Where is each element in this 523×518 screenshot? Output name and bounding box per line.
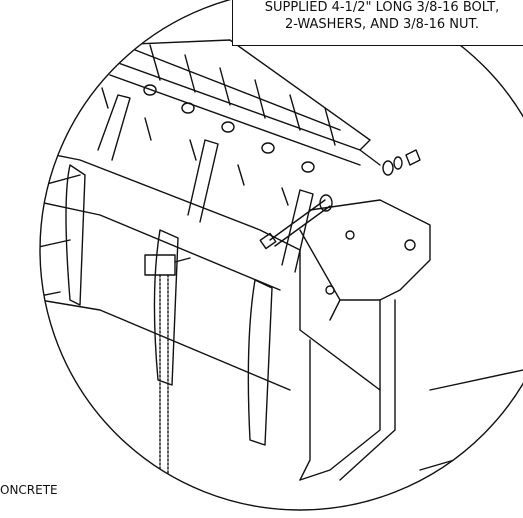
anchor-rod [144, 254, 191, 510]
concrete-trench-wall [40, 94, 523, 471]
rail-holes [143, 84, 315, 173]
detail-circle [39, 0, 523, 511]
callout-line-1: SUPPLIED 4-1/2" LONG 3/8-16 BOLT, [264, 0, 500, 15]
slot-marks [101, 87, 289, 206]
bolt-assembly [259, 149, 421, 250]
concrete-label: ONCRETE [0, 483, 58, 497]
bolt-callout: SUPPLIED 4-1/2" LONG 3/8-16 BOLT, 2-WASH… [232, 0, 523, 46]
callout-line-2: 2-WASHERS, AND 3/8-16 NUT. [284, 17, 480, 32]
trench-body [40, 149, 381, 391]
cross-frames [65, 94, 314, 446]
end-bracket [299, 199, 431, 481]
grate-top-rail [109, 39, 381, 166]
